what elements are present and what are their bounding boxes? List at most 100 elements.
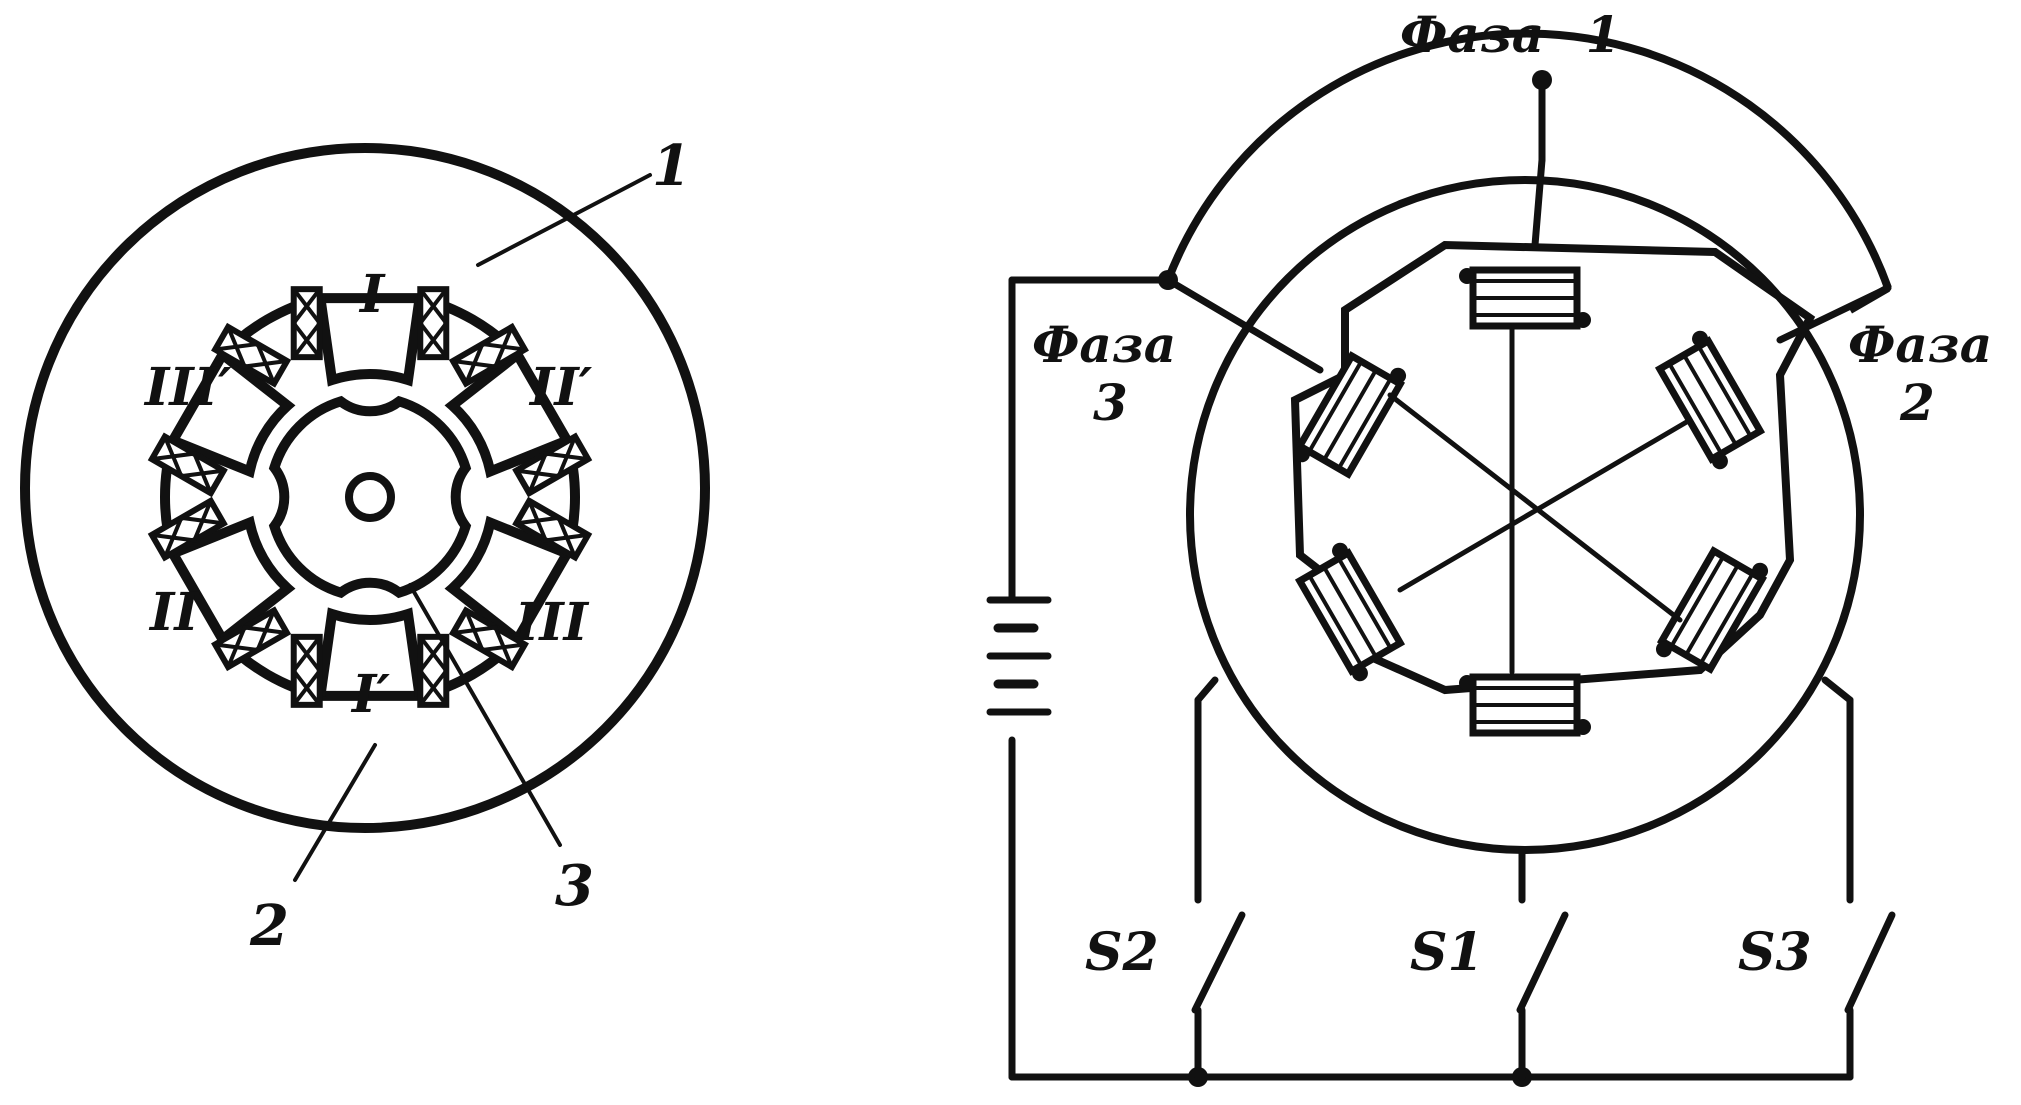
callout-line-2	[293, 743, 377, 882]
coil-hatch	[452, 609, 526, 668]
phase1-number: 1	[1586, 5, 1621, 64]
coil-terminal	[1293, 446, 1310, 463]
coil-hatch	[417, 287, 449, 359]
phase3-lead	[1164, 276, 1324, 374]
coil-terminal	[1459, 675, 1475, 691]
callout-2: 2	[249, 893, 289, 959]
winding-coil	[147, 432, 228, 498]
pole-label-II-prime: II′	[528, 357, 593, 418]
winding-coil	[512, 496, 593, 562]
phase2-number: 2	[1899, 373, 1935, 432]
coil-hatch	[291, 635, 323, 707]
coil-terminal	[1711, 453, 1728, 470]
coil-box	[417, 633, 450, 708]
coil-turn	[1682, 353, 1738, 447]
coil-terminal	[1332, 542, 1349, 559]
phase1-word: Фаза	[1400, 5, 1544, 64]
coil-terminal	[1655, 641, 1672, 658]
stator-pole	[444, 350, 569, 479]
coil-box	[290, 286, 323, 361]
winding-coil	[512, 432, 593, 498]
phase3-internal-wire	[1397, 417, 1693, 593]
phase2-lead	[1776, 284, 1892, 344]
winding-coil	[290, 286, 323, 361]
pole-label-III-prime: III′	[143, 357, 232, 418]
rotor	[268, 395, 472, 599]
coil-turn	[1307, 360, 1364, 453]
pole-label-I-prime: I′	[350, 664, 390, 725]
coil-hatch	[515, 435, 589, 494]
stator-with-coils	[986, 29, 1896, 1087]
coil-turn	[1336, 557, 1393, 650]
junction-node	[1532, 70, 1552, 90]
stator-pole	[444, 515, 569, 644]
coil-turn	[1307, 574, 1364, 667]
callout-line-1	[476, 173, 652, 267]
coil-hatch	[214, 609, 288, 668]
winding-coil	[211, 322, 292, 388]
switch-s1-blade	[1516, 911, 1569, 1014]
coil-terminal	[1575, 719, 1591, 735]
coil-turn	[1322, 565, 1378, 659]
phase-coil	[1655, 546, 1769, 674]
coil-box	[417, 286, 450, 361]
callout-1: 1	[652, 133, 691, 199]
pole-label-I: I	[358, 264, 386, 325]
phase1-label: Фаза 1	[1400, 5, 1620, 64]
winding-coil	[448, 322, 529, 388]
stator-pole	[171, 350, 296, 479]
winding-coil	[417, 633, 450, 708]
stator-outer-ring	[20, 143, 710, 833]
coil-turn	[1667, 362, 1724, 455]
coil-turn	[1698, 572, 1755, 665]
coil-hatch	[151, 500, 225, 559]
coil-terminal	[1752, 562, 1769, 579]
phase3-number: 3	[1093, 373, 1128, 432]
coil-turn	[1336, 377, 1393, 470]
stator-pole	[315, 607, 425, 697]
coil-hatch	[151, 435, 225, 494]
callout-line-3	[408, 583, 562, 847]
switch-label-s3: S3	[1738, 922, 1812, 983]
phase-coil	[1459, 673, 1591, 737]
stator-pole	[315, 297, 425, 387]
coil-hatch	[291, 287, 323, 359]
switch-s2-blade	[1191, 911, 1246, 1014]
coil-terminal	[1575, 312, 1591, 328]
coil-terminal	[1351, 665, 1368, 682]
outer-frame-arc	[1164, 29, 1892, 290]
winding-coil	[211, 606, 292, 672]
winding-coil	[417, 286, 450, 361]
coil-turn	[1684, 563, 1740, 657]
winding-coil	[147, 496, 228, 562]
phase2-word: Фаза	[1848, 315, 1992, 374]
switch-label-s1: S1	[1410, 922, 1484, 983]
phase1-lead	[1531, 156, 1546, 249]
coil-hatch	[452, 326, 526, 385]
winding-coil	[290, 633, 323, 708]
callout-3: 3	[555, 853, 594, 919]
switch-s3-lead	[1821, 676, 1854, 704]
coil-turn	[1696, 345, 1753, 438]
coil-terminal	[1390, 367, 1407, 384]
switch-s2-lead	[1194, 676, 1219, 704]
phase3-word: Фаза	[1032, 315, 1176, 374]
coil-box	[290, 633, 323, 708]
pole-label-II: II	[148, 582, 200, 643]
coil-hatch	[515, 500, 589, 559]
wiring-schematic: Фаза 1 Фаза 2 Фаза 3 S2 S1 S3	[986, 5, 1992, 1087]
winding-coil	[448, 606, 529, 672]
phase-coil	[1293, 351, 1407, 479]
stator-core	[147, 286, 593, 708]
coil-hatch	[417, 635, 449, 707]
pole-label-III: III	[513, 592, 590, 653]
switch-s3-blade	[1844, 911, 1896, 1014]
coil-hatch	[214, 326, 288, 385]
phase-coil	[1459, 266, 1591, 330]
coil-turn	[1322, 368, 1378, 462]
coil-terminal	[1459, 268, 1475, 284]
rotor-outline	[268, 395, 472, 599]
switch-label-s2: S2	[1085, 922, 1159, 983]
